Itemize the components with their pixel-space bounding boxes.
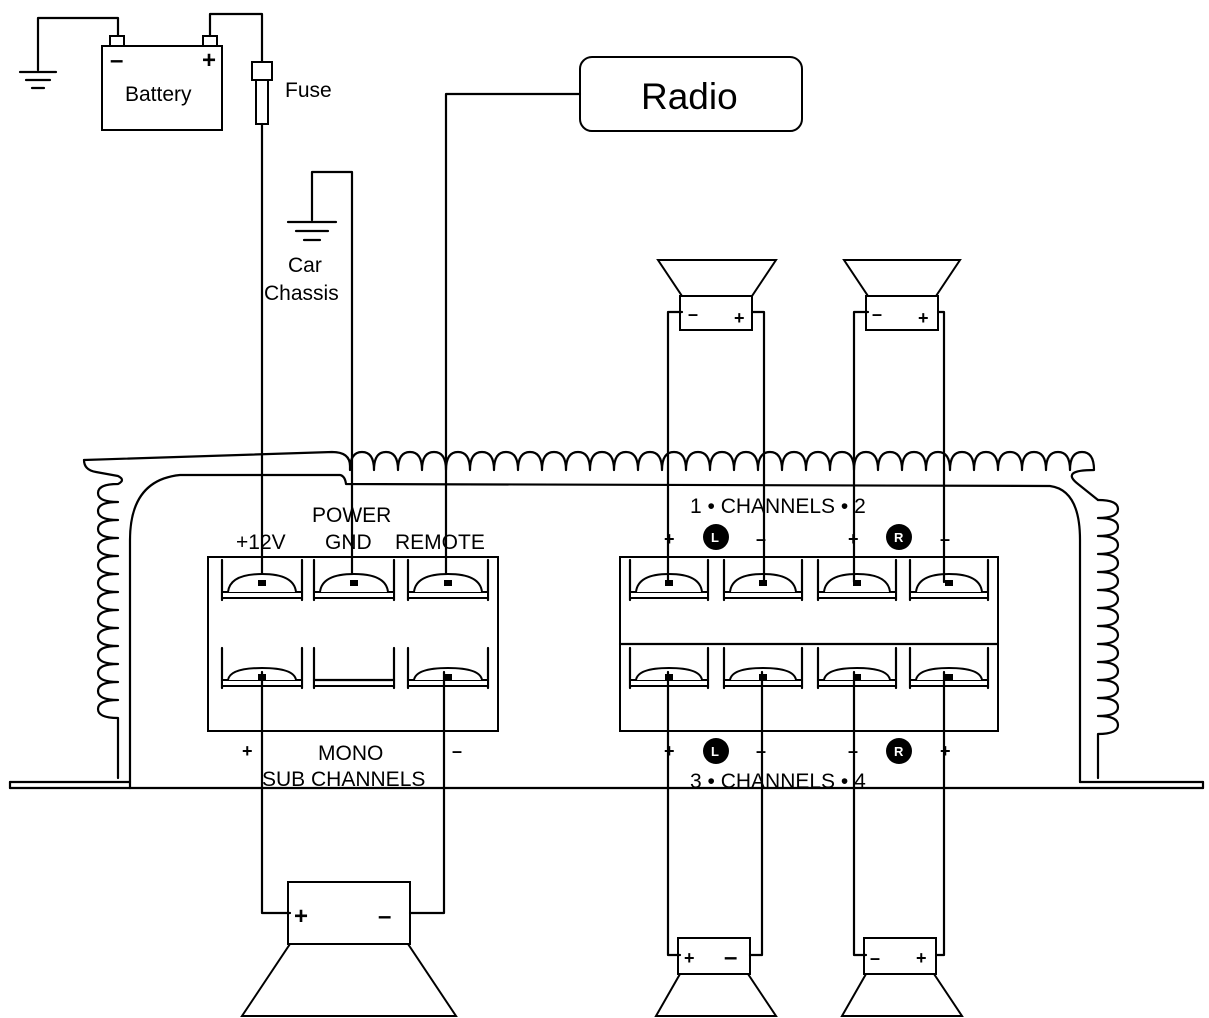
power-label: POWER: [312, 504, 391, 527]
wire-ch3-pos: [666, 670, 682, 957]
svg-text:+: +: [734, 308, 745, 328]
wire-sub-neg: [408, 670, 446, 915]
channels-top-label: 1 • CHANNELS • 2: [690, 495, 866, 518]
screw-terminal: [312, 646, 396, 690]
screw-terminal: [628, 558, 710, 602]
badge-top-left: L: [703, 524, 729, 550]
svg-text:–: –: [724, 944, 737, 971]
battery-label: Battery: [125, 83, 192, 106]
svg-text:R: R: [894, 530, 904, 545]
svg-text:–: –: [688, 304, 698, 324]
wire-ch1-pos: [666, 310, 684, 584]
svg-text:+: +: [684, 948, 695, 968]
remote-label: REMOTE: [395, 531, 485, 554]
badge-bottom-left: L: [703, 738, 729, 764]
wire-ch2-pos: [852, 310, 870, 584]
battery: – + Battery: [101, 35, 223, 131]
speaker-top-left: – +: [656, 259, 778, 331]
badge-top-right: R: [886, 524, 912, 550]
svg-text:+: +: [916, 948, 927, 968]
svg-text:L: L: [711, 530, 719, 545]
sub-neg-mark: –: [452, 741, 462, 761]
battery-fuse-wire: [208, 12, 264, 64]
battery-pos-sign: +: [202, 47, 216, 74]
channels-bottom-label: 3 • CHANNELS • 4: [690, 770, 866, 793]
svg-text:–: –: [870, 948, 880, 968]
ch3-pos-mark: +: [664, 741, 675, 761]
wire-ch1-neg: [750, 310, 766, 584]
screw-terminal: [406, 646, 490, 690]
wire-sub-pos: [260, 670, 292, 915]
wire-ch2-neg: [936, 310, 946, 584]
car-label: Car: [288, 254, 322, 277]
chassis-label: Chassis: [264, 282, 339, 305]
screw-terminal: [908, 646, 990, 690]
amplifier-heatsink: [8, 450, 1205, 790]
power-terminal-block: POWER +12V GND REMOTE: [207, 504, 499, 732]
svg-text:+: +: [918, 308, 929, 328]
speaker-bottom-left: + –: [654, 937, 778, 1017]
ch1-pos-mark: +: [664, 529, 675, 549]
speaker-bottom-right: – +: [840, 937, 964, 1017]
mono-label: MONO: [318, 742, 383, 765]
remote-wire: [444, 92, 582, 584]
badge-bottom-right: R: [886, 738, 912, 764]
radio-label: Radio: [641, 76, 738, 117]
terminals: [220, 558, 990, 690]
screw-terminal: [908, 558, 990, 602]
svg-text:+: +: [294, 903, 308, 930]
svg-text:–: –: [378, 903, 391, 930]
svg-text:R: R: [894, 744, 904, 759]
wire-ch4-neg: [852, 670, 868, 957]
subwoofer: + –: [240, 881, 458, 1017]
fuse: Fuse: [251, 61, 332, 125]
radio-box: Radio: [579, 56, 803, 132]
screw-terminal: [816, 646, 898, 690]
screw-terminal: [816, 558, 898, 602]
screw-terminal: [406, 558, 490, 602]
speaker-top-right: – +: [842, 259, 962, 331]
screw-terminal: [220, 558, 304, 602]
gnd-label: GND: [325, 531, 372, 554]
ch4-pos-mark: +: [940, 741, 951, 761]
fuse-label: Fuse: [285, 79, 332, 102]
sub-channels-label: SUB CHANNELS: [262, 768, 425, 791]
sub-pos-mark: +: [242, 741, 253, 761]
screw-terminal: [312, 558, 396, 602]
ground-symbol-battery: [18, 16, 120, 90]
battery-neg-sign: –: [110, 47, 123, 74]
svg-text:L: L: [711, 744, 719, 759]
svg-text:–: –: [872, 304, 882, 324]
ch1-neg-mark: –: [756, 529, 766, 549]
wire-ch3-neg: [748, 670, 764, 957]
wire-ch4-pos: [934, 670, 946, 957]
channel-terminal-block: 1 • CHANNELS • 2 3 • CHANNELS • 4: [618, 495, 1000, 793]
chassis-ground-symbol: Car Chassis: [264, 170, 354, 584]
plus12v-label: +12V: [236, 531, 286, 554]
